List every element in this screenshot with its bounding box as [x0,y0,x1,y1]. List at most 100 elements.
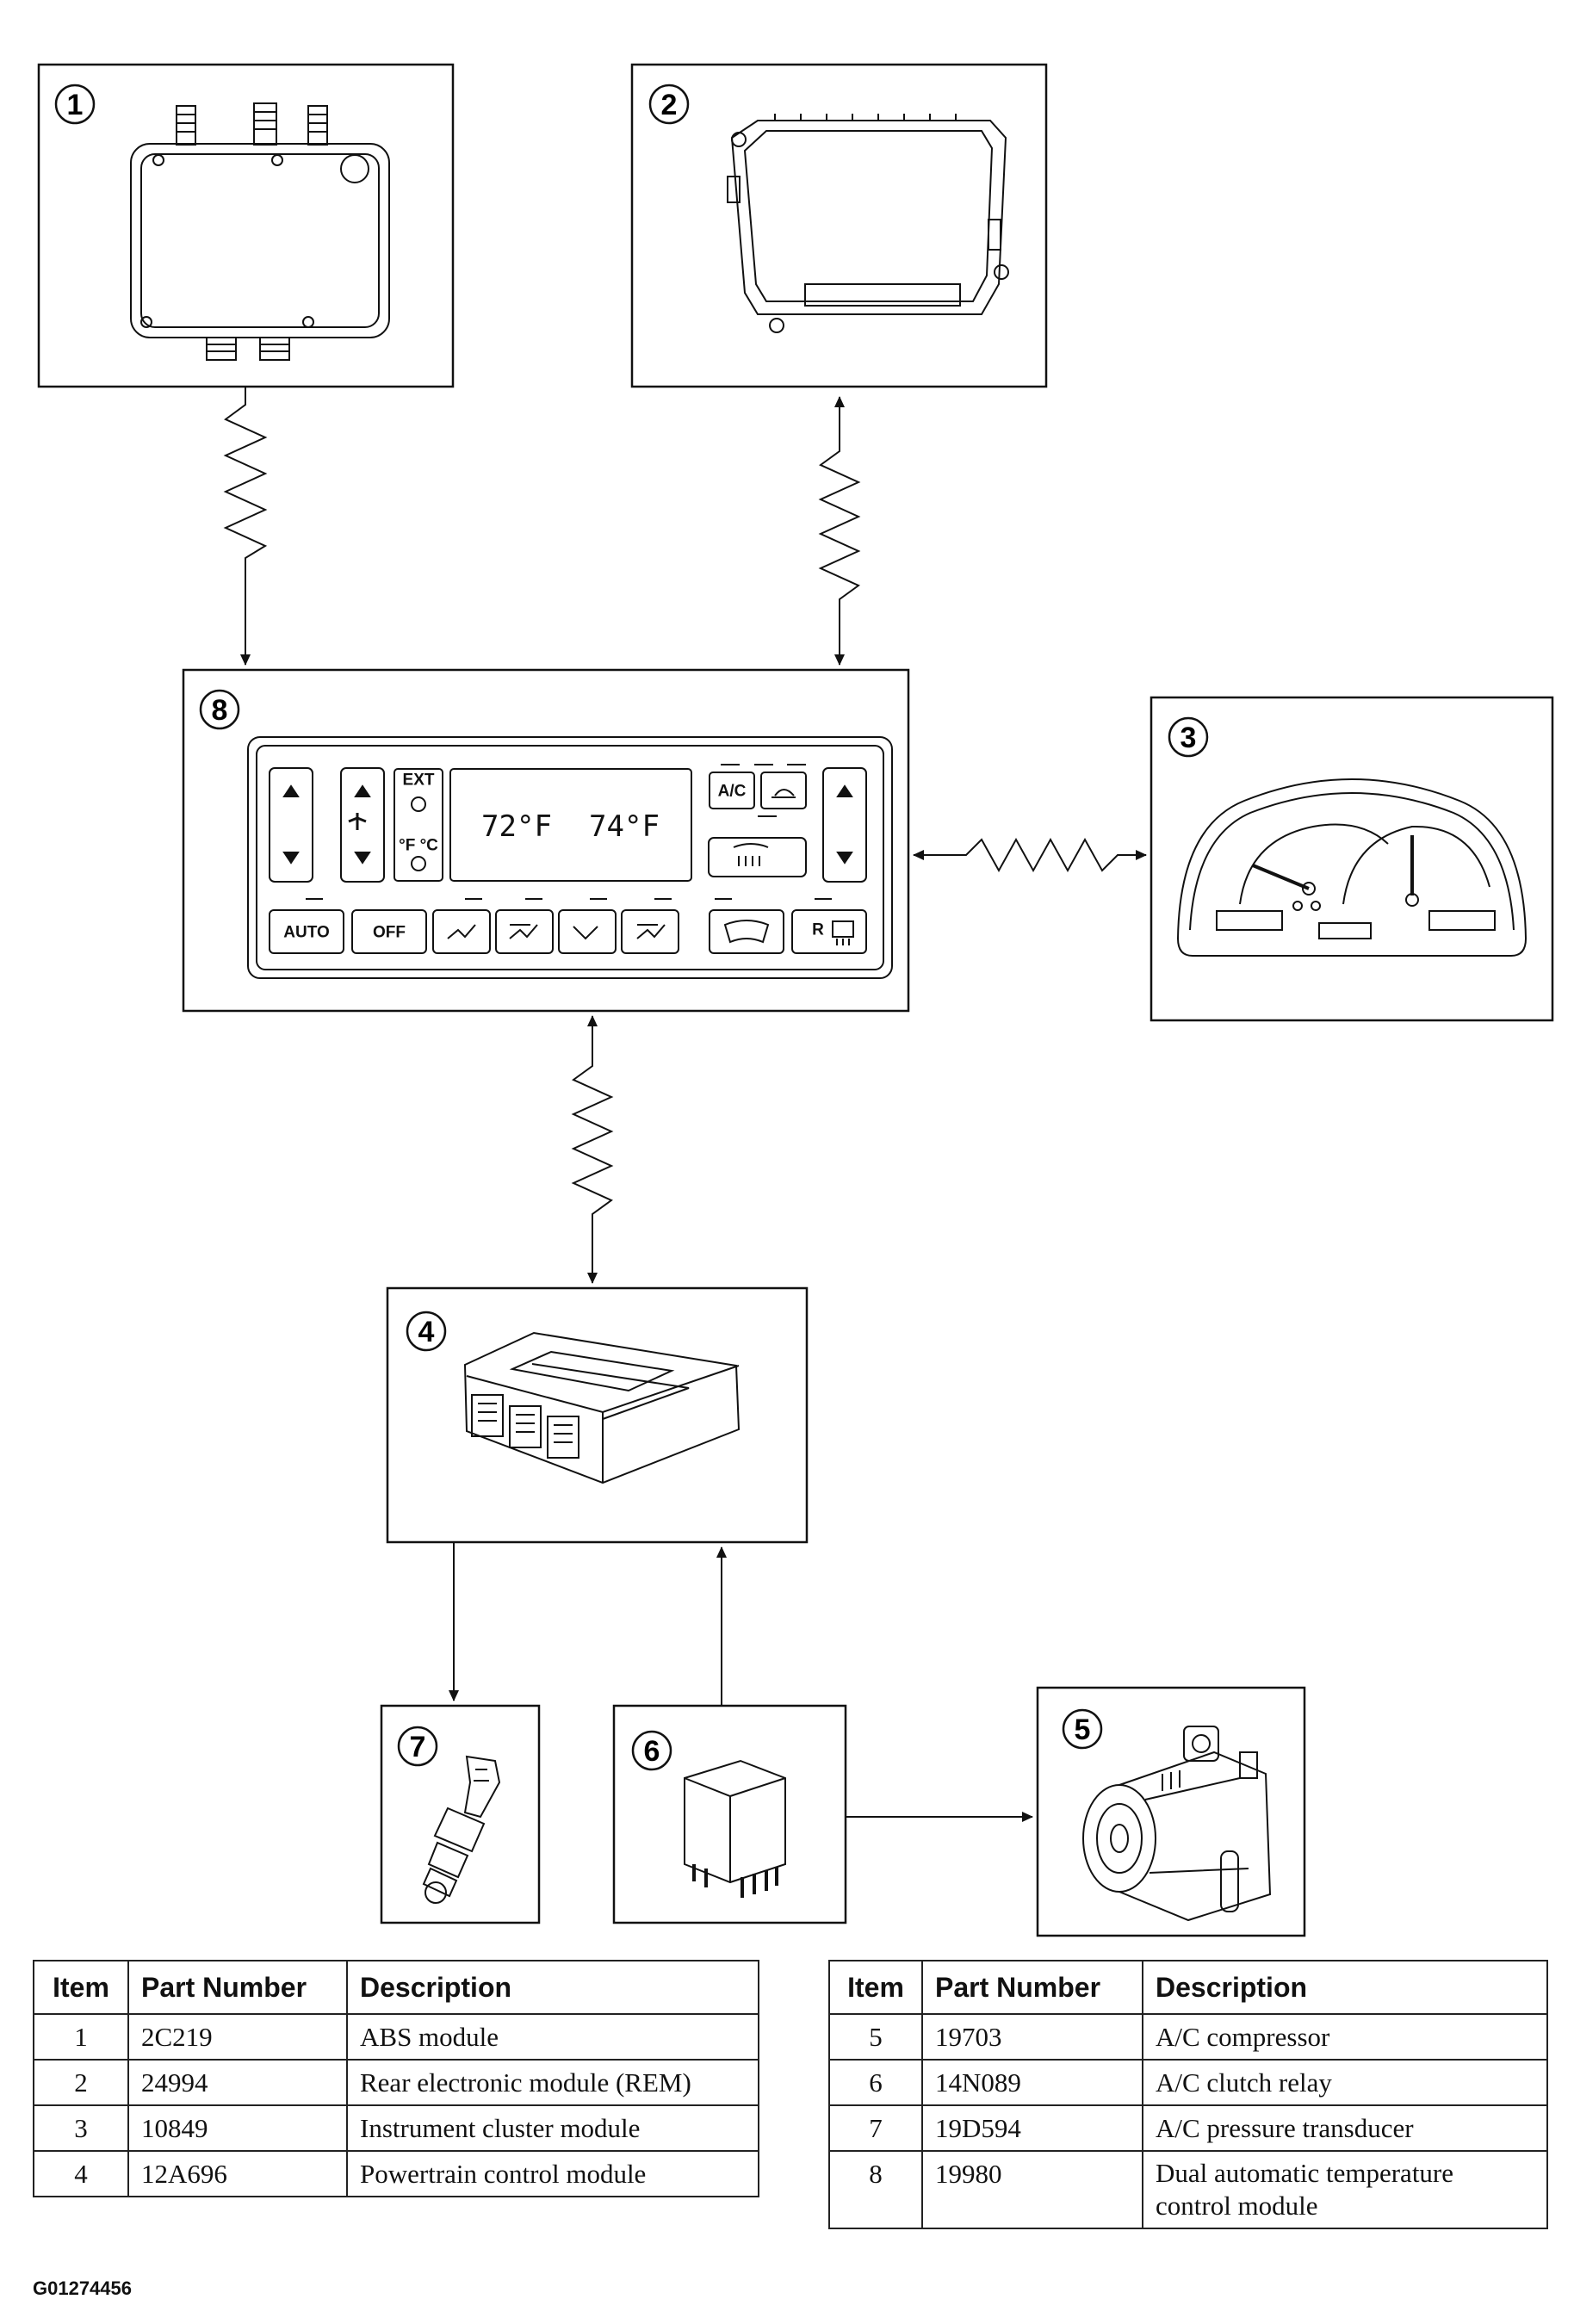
component-box-5 [1036,1686,1306,1937]
relay-illustration [684,1759,786,1898]
item-cell: 7 [828,2104,923,2152]
defrost-button [709,909,784,954]
rem-illustration [727,114,1009,333]
item-cell: 8 [828,2150,923,2229]
label-2: 2 [661,89,678,121]
bilevel-mode-button [495,909,554,954]
link-abs-to-dual-atc [223,387,268,666]
label-6: 6 [644,1735,660,1768]
table-row: 2 24994 Rear electronic module (REM) [33,2059,759,2106]
description-cell: A/C clutch relay [1142,2059,1548,2106]
component-box-8 [182,668,910,1013]
ac-button [709,772,755,809]
part-number-cell: 10849 [127,2104,348,2152]
link-rem-dual-atc [818,441,861,666]
table-row: 6 14N089 A/C clutch relay [828,2059,1548,2106]
temperature-display [449,768,692,882]
parts-table-right: Item Part Number Description 5 19703 A/C… [828,1960,1548,2229]
component-box-2 [630,63,1048,388]
header-description: Description [346,1960,759,2015]
item-cell: 4 [33,2150,129,2197]
label-7: 7 [410,1731,426,1763]
rear-defrost-button [791,909,867,954]
pressure-transducer-illustration [422,1755,501,1904]
figure-id: G01274456 [33,2278,132,2299]
table-row: 8 19980 Dual automatic temperature contr… [828,2150,1548,2229]
label-circle-5 [1062,1708,1103,1750]
pcm-illustration [463,1331,741,1484]
component-box-7 [380,1704,541,1924]
description-cell: A/C pressure transducer [1142,2104,1548,2152]
temp-left-buttons [269,767,313,883]
description-cell: Instrument cluster module [346,2104,759,2152]
floor-mode-button [558,909,617,954]
table-header-row: Item Part Number Description [828,1960,1548,2015]
ac-label: A/C [718,783,747,801]
label-circle-4 [406,1311,447,1352]
part-number-cell: 12A696 [127,2150,348,2197]
off-button [351,909,427,954]
header-item: Item [33,1960,129,2015]
label-circle-3 [1168,716,1209,758]
label-1: 1 [67,89,84,121]
description-cell: ABS module [346,2013,759,2061]
description-cell: A/C compressor [1142,2013,1548,2061]
label-circle-7 [397,1726,438,1767]
unit-label: °F °C [399,837,438,855]
label-8: 8 [212,694,228,727]
description-cell: Rear electronic module (REM) [346,2059,759,2106]
floor-defrost-mode-button [621,909,679,954]
temp-right-buttons [822,767,867,883]
label-circle-2 [648,84,690,125]
table-row: 5 19703 A/C compressor [828,2013,1548,2061]
header-description: Description [1142,1960,1548,2015]
component-box-3 [1150,696,1554,1022]
right-temperature-readout: 74°F [589,809,660,844]
dual-atc-panel [247,736,893,979]
part-number-cell: 2C219 [127,2013,348,2061]
item-cell: 1 [33,2013,129,2061]
fan-buttons [340,767,385,883]
parts-table-left: Item Part Number Description 1 2C219 ABS… [33,1960,759,2197]
ext-label: EXT [403,772,435,790]
label-circle-8 [199,689,240,730]
description-cell: Dual automatic temperature control modul… [1142,2150,1548,2229]
table-row: 7 19D594 A/C pressure transducer [828,2104,1548,2152]
max-defrost-button [708,837,807,877]
header-item: Item [828,1960,923,2015]
label-3: 3 [1180,722,1197,754]
description-cell: Powertrain control module [346,2150,759,2197]
auto-label: AUTO [283,924,329,942]
left-temperature-readout: 72°F [481,809,552,844]
abs-module-illustration [130,102,390,361]
part-number-cell: 19D594 [921,2104,1143,2152]
part-number-cell: 24994 [127,2059,348,2106]
item-cell: 6 [828,2059,923,2106]
link-dual-atc-cluster [947,837,1147,873]
table-row: 1 2C219 ABS module [33,2013,759,2061]
component-box-6 [612,1704,847,1924]
item-cell: 2 [33,2059,129,2106]
compressor-illustration [1082,1726,1272,1922]
panel-mode-button [432,909,491,954]
item-cell: 3 [33,2104,129,2152]
link-dual-atc-pcm [571,1052,614,1284]
table-row: 3 10849 Instrument cluster module [33,2104,759,2152]
component-box-4 [386,1286,809,1544]
recirc-button [760,772,807,809]
table-row: 4 12A696 Powertrain control module [33,2150,759,2197]
label-5: 5 [1075,1714,1091,1746]
auto-button [269,909,344,954]
table-header-row: Item Part Number Description [33,1960,759,2015]
header-part-number: Part Number [127,1960,348,2015]
label-4: 4 [418,1316,435,1348]
off-label: OFF [373,924,406,942]
part-number-cell: 19980 [921,2150,1143,2229]
rear-label: R [812,921,824,939]
label-circle-6 [631,1730,672,1771]
header-part-number: Part Number [921,1960,1143,2015]
item-cell: 5 [828,2013,923,2061]
part-number-cell: 14N089 [921,2059,1143,2106]
instrument-cluster-illustration [1176,778,1528,957]
